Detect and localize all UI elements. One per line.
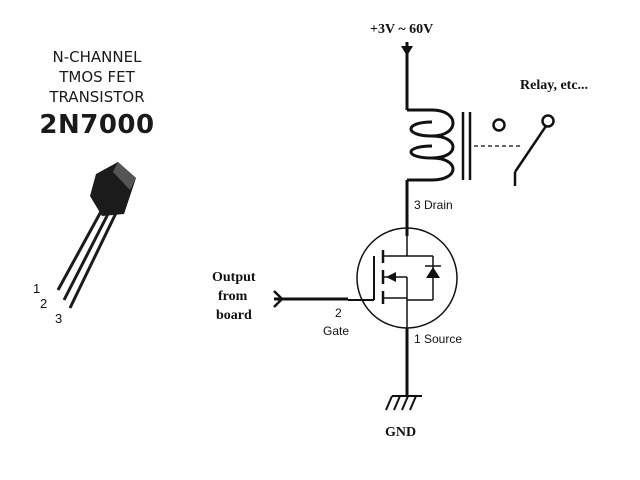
supply-label: +3V ~ 60V xyxy=(370,22,434,37)
gate-pin-label: 2 xyxy=(335,306,342,320)
relay-coil xyxy=(405,108,455,236)
title-n-channel: N-CHANNEL xyxy=(52,48,142,66)
input-label-line3: board xyxy=(216,308,252,323)
pin-2-label: 2 xyxy=(40,296,48,311)
to92-package-icon xyxy=(56,162,136,309)
channel-arrow-icon xyxy=(386,272,396,282)
part-number: 2N7000 xyxy=(39,110,155,140)
input-arrow-icon xyxy=(273,290,284,308)
input-label-line2: from xyxy=(218,289,248,304)
pin-3-label: 3 xyxy=(55,311,63,326)
body-diode-icon xyxy=(425,265,441,278)
relay-label: Relay, etc... xyxy=(520,78,589,93)
supply-arrow-icon xyxy=(401,46,413,56)
title-transistor: TRANSISTOR xyxy=(49,88,145,106)
ground-label: GND xyxy=(385,425,417,440)
ground-icon xyxy=(385,395,422,411)
gate-label: Gate xyxy=(323,324,350,338)
mosfet-symbol xyxy=(348,227,458,330)
relay-switch xyxy=(492,114,555,186)
relay-core xyxy=(461,112,472,180)
input-label-line1: Output xyxy=(212,270,256,285)
pin-1-label: 1 xyxy=(33,281,41,296)
drain-label: 3 Drain xyxy=(414,198,453,212)
title-tmos-fet: TMOS FET xyxy=(59,68,135,86)
source-label: 1 Source xyxy=(414,332,463,346)
